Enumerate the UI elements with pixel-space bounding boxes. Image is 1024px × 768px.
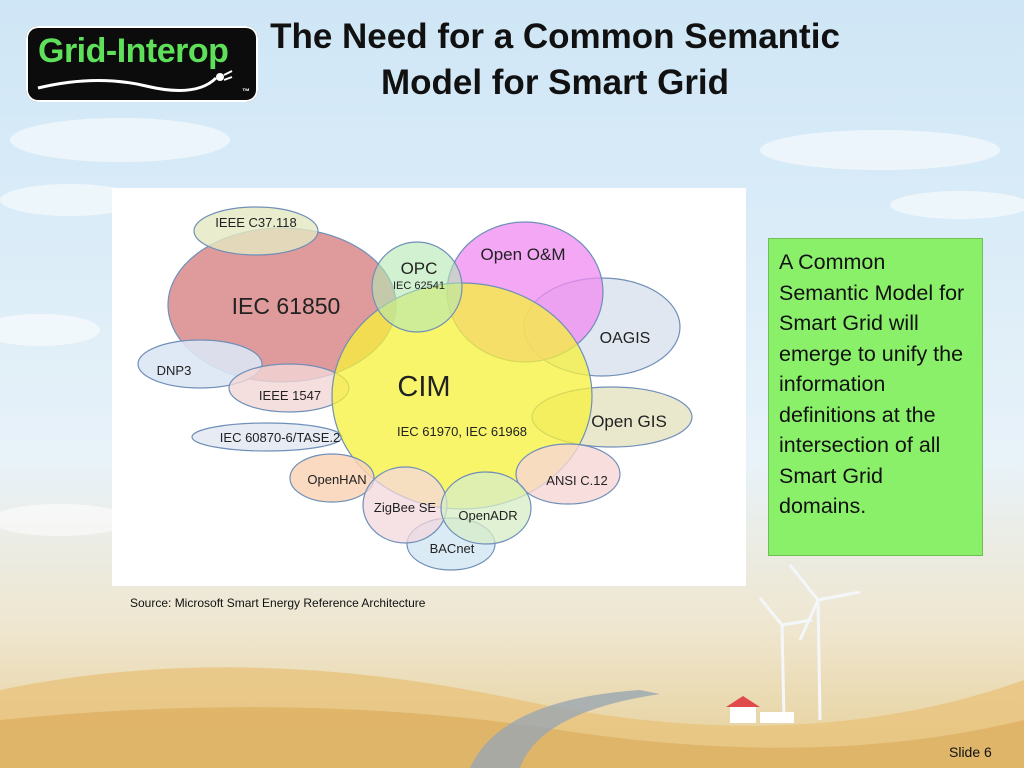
label-oagis: OAGIS (600, 330, 651, 347)
info-callout: A Common Semantic Model for Smart Grid w… (768, 238, 983, 556)
ellipse-dnp3 (137, 339, 263, 389)
wind-turbine-icon (758, 564, 861, 721)
label-iec-60870: IEC 60870-6/TASE.2 (220, 430, 340, 445)
slide-title-line-1: The Need for a Common Semantic (270, 17, 840, 56)
ellipse-ansi-c12 (515, 443, 621, 505)
slide-title-line-2: Model for Smart Grid (380, 63, 730, 102)
plug-swoosh-icon (37, 70, 233, 92)
label-bacnet: BACnet (430, 541, 475, 556)
slide-number: Slide 6 (949, 744, 992, 760)
ellipse-ieee-c37 (193, 206, 319, 256)
standards-venn-diagram: IEEE C37.118 IEC 61850 OPC IEC 62541 Ope… (137, 206, 693, 571)
label-cim: CIM (397, 371, 450, 403)
label-openadr: OpenADR (458, 508, 517, 523)
label-openhan: OpenHAN (307, 472, 366, 487)
label-opc: OPC (401, 259, 438, 278)
sublabel-cim: IEC 61970, IEC 61968 (397, 424, 527, 439)
house-icon (726, 696, 794, 723)
grid-interop-logo: Grid-Interop ™ (26, 26, 258, 102)
source-caption: Source: Microsoft Smart Energy Reference… (130, 596, 426, 610)
label-dnp3: DNP3 (157, 363, 192, 378)
label-ieee-1547: IEEE 1547 (259, 388, 321, 403)
label-open-gis: Open GIS (591, 412, 667, 431)
label-zigbee-se: ZigBee SE (374, 500, 436, 515)
ellipse-opc (371, 241, 463, 333)
trademark-mark: ™ (242, 87, 250, 96)
label-ieee-c37: IEEE C37.118 (215, 215, 296, 230)
label-iec-61850: IEC 61850 (232, 293, 341, 319)
semantic-model-diagram: IEEE C37.118 IEC 61850 OPC IEC 62541 Ope… (112, 188, 746, 586)
ellipse-openhan (289, 453, 375, 503)
sublabel-opc: IEC 62541 (393, 280, 445, 292)
label-ansi-c12: ANSI C.12 (546, 473, 607, 488)
ellipse-openadr (440, 471, 532, 545)
logo-text: Grid-Interop (38, 32, 229, 70)
slide-title: The Need for a Common Semantic Model for… (260, 14, 850, 106)
label-open-om: Open O&M (480, 245, 565, 264)
